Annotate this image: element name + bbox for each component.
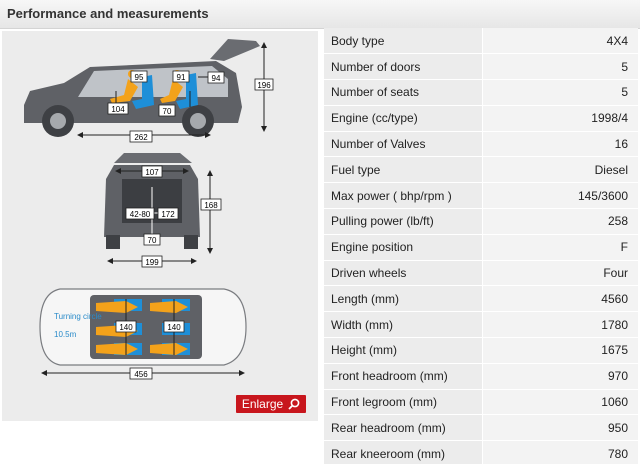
- spec-label: Max power ( bhp/rpm ): [324, 182, 483, 210]
- section-title: Performance and measurements: [7, 6, 209, 21]
- rear-view: 107 42-80 172 168 70 199: [104, 153, 222, 268]
- spec-label: Engine position: [324, 234, 483, 261]
- spec-value: 5: [482, 53, 638, 81]
- side-label-104: 104: [111, 105, 125, 114]
- magnifier-icon: [288, 398, 300, 410]
- spec-value: 16: [482, 131, 638, 158]
- spec-value: 4560: [482, 285, 638, 313]
- spec-value: 1780: [482, 311, 638, 339]
- spec-label: Fuel type: [324, 156, 483, 184]
- spec-value: 5: [482, 79, 638, 106]
- top-label-140-front: 140: [119, 323, 133, 332]
- spec-label: Length (mm): [324, 285, 483, 313]
- rear-label-42-80: 42-80: [130, 210, 151, 219]
- spec-row: Height (mm)1675: [324, 337, 638, 364]
- vehicle-dimensions-diagram: 95 91 94 104 70 196 262: [24, 39, 274, 380]
- spec-value: F: [482, 234, 638, 261]
- spec-label: Front headroom (mm): [324, 363, 483, 390]
- spec-label: Height (mm): [324, 337, 483, 364]
- spec-value: 258: [482, 208, 638, 235]
- spec-value: 970: [482, 363, 638, 390]
- spec-row: Pulling power (lb/ft)258: [324, 208, 638, 235]
- top-view: Turning circle 10.5m 140 140 456: [39, 288, 247, 380]
- rear-label-107: 107: [145, 168, 159, 177]
- enlarge-button[interactable]: Enlarge: [236, 395, 306, 413]
- spec-row: Max power ( bhp/rpm )145/3600: [324, 182, 638, 210]
- side-label-91: 91: [177, 73, 186, 82]
- section-header: Performance and measurements: [0, 0, 640, 29]
- side-label-262: 262: [134, 133, 148, 142]
- spec-row: Front legroom (mm)1060: [324, 389, 638, 416]
- rear-label-70: 70: [148, 236, 157, 245]
- spec-value: 780: [482, 440, 638, 464]
- spec-value: 1998/4: [482, 105, 638, 132]
- top-label-456: 456: [134, 370, 148, 379]
- side-label-196: 196: [257, 81, 271, 90]
- spec-label: Driven wheels: [324, 260, 483, 287]
- spec-row: Width (mm)1780: [324, 311, 638, 339]
- spec-row: Engine (cc/type)1998/4: [324, 105, 638, 132]
- rear-label-199: 199: [145, 258, 159, 267]
- spec-label: Body type: [324, 28, 483, 55]
- side-label-94: 94: [212, 74, 221, 83]
- spec-label: Number of Valves: [324, 131, 483, 158]
- spec-value: 145/3600: [482, 182, 638, 210]
- spec-row: Rear headroom (mm)950: [324, 414, 638, 442]
- side-label-95: 95: [135, 73, 144, 82]
- spec-value: 950: [482, 414, 638, 442]
- spec-label: Rear kneeroom (mm): [324, 440, 483, 464]
- spec-label: Number of seats: [324, 79, 483, 106]
- turning-circle-value: 10.5m: [54, 330, 77, 339]
- side-label-70: 70: [163, 107, 172, 116]
- rear-label-168: 168: [204, 201, 218, 210]
- spec-value: 1060: [482, 389, 638, 416]
- spec-value: Four: [482, 260, 638, 287]
- spec-label: Rear headroom (mm): [324, 414, 483, 442]
- spec-value: 1675: [482, 337, 638, 364]
- spec-row: Front headroom (mm)970: [324, 363, 638, 390]
- spec-label: Front legroom (mm): [324, 389, 483, 416]
- enlarge-label: Enlarge: [241, 397, 284, 411]
- spec-value: Diesel: [482, 156, 638, 184]
- spec-row: Length (mm)4560: [324, 285, 638, 313]
- side-view: 95 91 94 104 70 196 262: [24, 39, 274, 143]
- spec-label: Number of doors: [324, 53, 483, 81]
- spec-label: Width (mm): [324, 311, 483, 339]
- rear-label-172: 172: [161, 210, 175, 219]
- top-label-140-rear: 140: [167, 323, 181, 332]
- spec-row: Rear kneeroom (mm)780: [324, 440, 638, 464]
- spec-label: Pulling power (lb/ft): [324, 208, 483, 235]
- spec-value: 4X4: [482, 28, 638, 55]
- turning-circle-label: Turning circle: [54, 312, 102, 321]
- vehicle-diagram-panel: 95 91 94 104 70 196 262: [2, 31, 318, 421]
- spec-label: Engine (cc/type): [324, 105, 483, 132]
